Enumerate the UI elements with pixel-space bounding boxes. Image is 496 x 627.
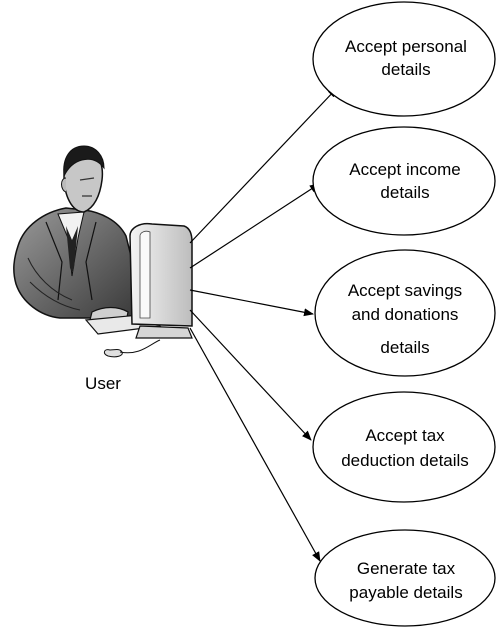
connector-line xyxy=(189,327,321,562)
connector-line xyxy=(189,87,338,244)
man-at-computer-icon xyxy=(13,145,193,358)
use-case-label-line: Accept personal xyxy=(345,37,467,56)
use-case-label-line: details xyxy=(380,183,429,202)
use-case-label-line: and donations xyxy=(352,305,459,324)
use-case: Accept income details xyxy=(312,126,496,236)
actor-label: User xyxy=(85,374,121,393)
use-case-label-line: details xyxy=(380,338,429,357)
use-case-label-line: Generate tax xyxy=(357,559,456,578)
use-case-label-line: Accept tax xyxy=(365,426,445,445)
connector-line xyxy=(189,289,314,317)
use-case-label-line: Accept income xyxy=(349,160,461,179)
use-case: Accept personal details xyxy=(312,1,496,117)
connectors xyxy=(189,87,338,562)
use-case: Accept savings and donations details xyxy=(314,249,496,377)
use-case-label-line: Accept savings xyxy=(348,281,462,300)
use-case: Accept tax deduction details xyxy=(312,391,496,503)
connector-line xyxy=(189,183,320,269)
use-case-label-line: details xyxy=(381,60,430,79)
use-case: Generate tax payable details xyxy=(314,529,496,627)
connector-line xyxy=(189,309,312,441)
use-case-label-line: deduction details xyxy=(341,451,469,470)
use-case-label-line: payable details xyxy=(349,583,462,602)
